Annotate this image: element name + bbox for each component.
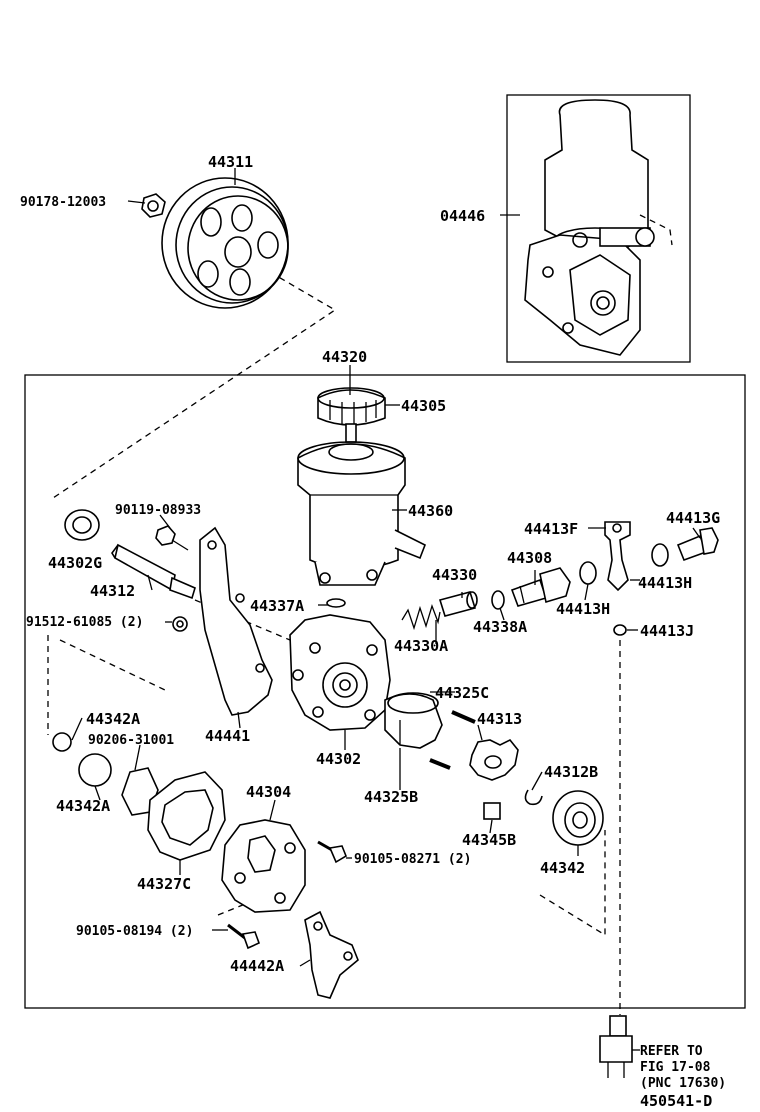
label-44413h-right: 44413H (638, 574, 692, 592)
pump-housing-part[interactable] (221, 819, 306, 913)
pulley-part[interactable] (161, 177, 289, 309)
label-44304: 44304 (246, 783, 291, 801)
bolt-90105-08271-part[interactable] (317, 840, 347, 864)
label-44327c: 44327C (137, 875, 191, 893)
label-44360: 44360 (408, 502, 453, 520)
pin-44325c-part[interactable] (451, 710, 476, 724)
bracket-44441-part[interactable] (199, 526, 273, 716)
label-90119-08933: 90119-08933 (115, 503, 201, 518)
label-44325b: 44325B (364, 788, 418, 806)
label-44302g: 44302G (48, 554, 102, 572)
label-44342a-bottom: 44342A (56, 797, 110, 815)
label-44413f: 44413F (524, 520, 578, 538)
label-44337a: 44337A (250, 597, 304, 615)
label-91512-61085: 91512-61085 (2) (26, 615, 143, 630)
refer-line-3: (PNC 17630) (640, 1076, 726, 1091)
pump-shaft-part[interactable] (111, 543, 196, 600)
label-44330: 44330 (432, 566, 477, 584)
label-44313: 44313 (477, 710, 522, 728)
label-44311: 44311 (208, 153, 253, 171)
oring-44338a-part[interactable] (491, 590, 505, 610)
gasket-44327c-part[interactable] (147, 771, 226, 861)
bolt-90119-part[interactable] (155, 525, 189, 551)
label-44338a: 44338A (473, 618, 527, 636)
oring-44342a-part[interactable] (52, 732, 72, 752)
reservoir-cap-part[interactable] (317, 387, 386, 443)
label-44342: 44342 (540, 859, 585, 877)
gasket-90206-part[interactable] (121, 767, 159, 816)
refer-line-2: FIG 17-08 (640, 1060, 711, 1075)
gasket-44413h-part[interactable] (579, 561, 597, 585)
flow-control-valve-part[interactable] (438, 591, 478, 617)
label-44320: 44320 (322, 348, 367, 366)
cam-ring-part[interactable] (384, 692, 443, 749)
pulley-to-seal-dashline (49, 271, 337, 501)
bracket-44442a-part[interactable] (304, 910, 359, 999)
label-44302: 44302 (316, 750, 361, 768)
label-44312b: 44312B (544, 763, 598, 781)
pump-body-part[interactable] (289, 614, 391, 731)
label-90206-31001: 90206-31001 (88, 733, 174, 748)
label-44413g: 44413G (666, 509, 720, 527)
washer-dashline (59, 639, 166, 691)
rear-cover-part[interactable] (552, 790, 604, 846)
label-44441: 44441 (205, 727, 250, 745)
label-44308: 44308 (507, 549, 552, 567)
label-44305: 44305 (401, 397, 446, 415)
pulley-nut-part[interactable] (141, 193, 166, 218)
cover-dashline (539, 830, 606, 937)
label-44330a: 44330A (394, 637, 448, 655)
assembly-inset-frame (506, 94, 691, 363)
label-90105-08194: 90105-08194 (2) (76, 924, 193, 939)
bolt-90105-08194-part[interactable] (227, 923, 261, 950)
vane-part[interactable] (483, 802, 501, 820)
pump-assembly-inset-part[interactable] (524, 99, 673, 356)
pump-assembly-frame (24, 374, 746, 1009)
label-90105-08271: 90105-08271 (2) (354, 852, 471, 867)
refer-line-1: REFER TO (640, 1044, 703, 1059)
reservoir-tank-part[interactable] (297, 441, 427, 586)
union-fitting-part[interactable] (510, 567, 571, 607)
label-44413h-left: 44413H (556, 600, 610, 618)
oring-44342a-2-part[interactable] (78, 753, 112, 787)
flow-control-spring-part[interactable] (401, 603, 441, 631)
rotor-part[interactable] (469, 738, 519, 781)
washer-91512-part[interactable] (172, 616, 188, 632)
figure-id: 450541-D (640, 1092, 712, 1110)
pressure-switch-part[interactable] (599, 1015, 633, 1078)
ring-44413j-part[interactable] (613, 624, 627, 636)
pin-2-part[interactable] (429, 758, 451, 770)
gasket-44413h-2-part[interactable] (651, 543, 669, 567)
union-44413f-part[interactable] (604, 521, 631, 592)
label-44413j: 44413J (640, 622, 694, 640)
label-04446: 04446 (440, 207, 485, 225)
label-44345b: 44345B (462, 831, 516, 849)
oring-44337a-part[interactable] (326, 598, 346, 608)
label-44342a-top: 44342A (86, 710, 140, 728)
snap-ring-part[interactable] (524, 789, 543, 806)
label-44325c: 44325C (435, 684, 489, 702)
oil-seal-part[interactable] (64, 509, 100, 541)
label-44312: 44312 (90, 582, 135, 600)
label-90178-12003: 90178-12003 (20, 195, 106, 210)
label-44442a: 44442A (230, 957, 284, 975)
union-bolt-part[interactable] (676, 527, 719, 562)
